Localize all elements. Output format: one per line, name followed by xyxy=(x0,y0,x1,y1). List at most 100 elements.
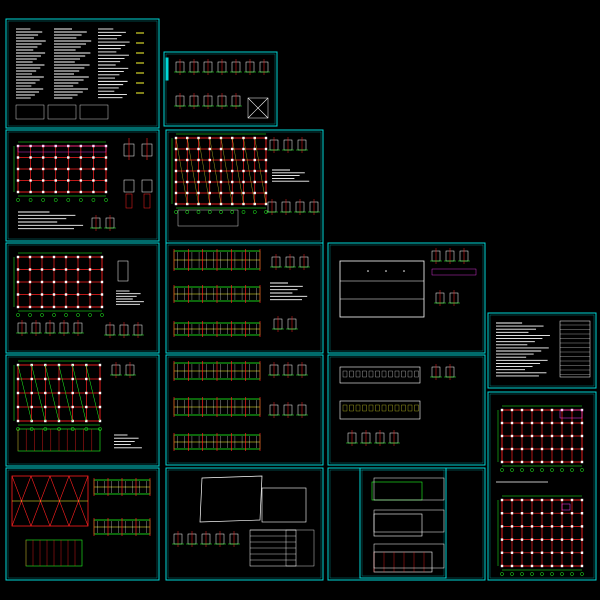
column-marker xyxy=(174,147,178,151)
column-marker xyxy=(186,158,189,162)
elevation-outline xyxy=(373,477,445,501)
column-marker xyxy=(57,419,61,423)
column-marker xyxy=(79,179,83,182)
column-marker xyxy=(560,538,564,541)
purlin-line xyxy=(209,137,222,205)
column-marker xyxy=(530,538,534,541)
column-marker xyxy=(76,280,80,284)
beam-elevation-6 xyxy=(173,433,261,451)
column-marker xyxy=(580,564,584,568)
sheet-frame xyxy=(487,391,597,581)
column-marker xyxy=(29,156,32,159)
column-marker xyxy=(242,147,245,151)
window xyxy=(355,370,361,378)
column-marker xyxy=(208,147,211,151)
purlin-line xyxy=(243,137,255,205)
window xyxy=(368,370,374,378)
column-marker xyxy=(100,305,104,309)
column-marker xyxy=(16,377,20,381)
column-marker xyxy=(41,156,45,159)
column-marker xyxy=(560,564,564,568)
column-marker xyxy=(71,405,74,409)
column-marker xyxy=(88,268,92,271)
axis-bubble xyxy=(79,198,83,202)
window xyxy=(362,370,367,378)
column-marker xyxy=(44,391,47,395)
column-marker xyxy=(500,525,504,528)
beam-elevation-3 xyxy=(173,321,261,337)
column-marker xyxy=(197,180,200,184)
column-marker xyxy=(76,305,80,309)
column-marker xyxy=(510,498,514,502)
axis-bubble xyxy=(550,572,554,576)
column-marker xyxy=(54,156,57,159)
axis-bubble xyxy=(510,468,514,472)
axis-bubble xyxy=(52,313,56,317)
sheet-s12 xyxy=(327,354,486,466)
sheet-inner-frame xyxy=(329,469,484,579)
sheet-frame xyxy=(327,467,486,581)
column-marker xyxy=(550,447,554,451)
column-marker xyxy=(16,268,20,271)
sheet-inner-frame xyxy=(489,393,595,579)
detail-cluster xyxy=(430,364,456,380)
column-marker xyxy=(520,564,524,568)
column-marker xyxy=(197,191,200,195)
steel-frame-grid xyxy=(13,360,102,431)
column-marker xyxy=(29,179,32,182)
bracing-line xyxy=(58,364,73,422)
column-marker xyxy=(88,255,92,259)
column-marker xyxy=(510,538,514,541)
elevation-outline xyxy=(373,543,445,569)
column-marker xyxy=(264,136,268,140)
column-marker xyxy=(264,158,268,162)
sheet-inner-frame xyxy=(329,244,484,352)
detail-cluster xyxy=(172,531,240,547)
axis-bubble xyxy=(520,468,524,472)
sheet-inner-frame xyxy=(489,314,595,387)
sheet-frame xyxy=(165,467,324,581)
highlight-zone xyxy=(561,503,571,511)
column-marker xyxy=(16,293,20,296)
column-marker xyxy=(208,191,211,195)
column-marker xyxy=(174,158,178,162)
column-marker xyxy=(500,512,504,515)
sheet-inner-frame xyxy=(7,20,158,127)
axis-bubble xyxy=(91,198,96,202)
window xyxy=(355,404,361,412)
detail-cluster xyxy=(430,248,470,264)
column-marker xyxy=(253,191,256,195)
column-marker xyxy=(560,551,564,554)
axis-bubble xyxy=(196,210,201,214)
column-marker xyxy=(560,434,564,438)
column-marker xyxy=(570,421,574,425)
detail-cluster xyxy=(104,322,144,338)
column-marker xyxy=(253,147,256,151)
column-marker xyxy=(16,419,20,423)
column-marker xyxy=(79,167,83,171)
column-marker xyxy=(520,525,524,528)
sheet-s03 xyxy=(5,129,160,242)
beam-sections xyxy=(268,402,308,418)
column-marker xyxy=(16,156,20,159)
column-marker xyxy=(219,147,223,151)
edge-beam xyxy=(17,145,107,153)
highlight-zone xyxy=(559,409,583,419)
column-marker xyxy=(71,377,74,381)
column-marker xyxy=(92,179,95,182)
column-marker xyxy=(64,280,68,284)
column-marker xyxy=(104,156,108,159)
column-marker xyxy=(174,191,178,195)
column-marker xyxy=(253,180,256,184)
purlin-line xyxy=(232,137,244,205)
column-marker xyxy=(92,190,95,194)
column-marker xyxy=(530,421,534,425)
column-marker xyxy=(510,421,514,425)
column-marker xyxy=(44,419,47,423)
detail-cluster xyxy=(90,215,116,231)
roof-framing-grid-upper xyxy=(497,405,584,472)
window xyxy=(388,404,393,412)
column-marker xyxy=(85,419,88,423)
column-marker xyxy=(30,405,33,409)
connection-details xyxy=(174,93,242,109)
